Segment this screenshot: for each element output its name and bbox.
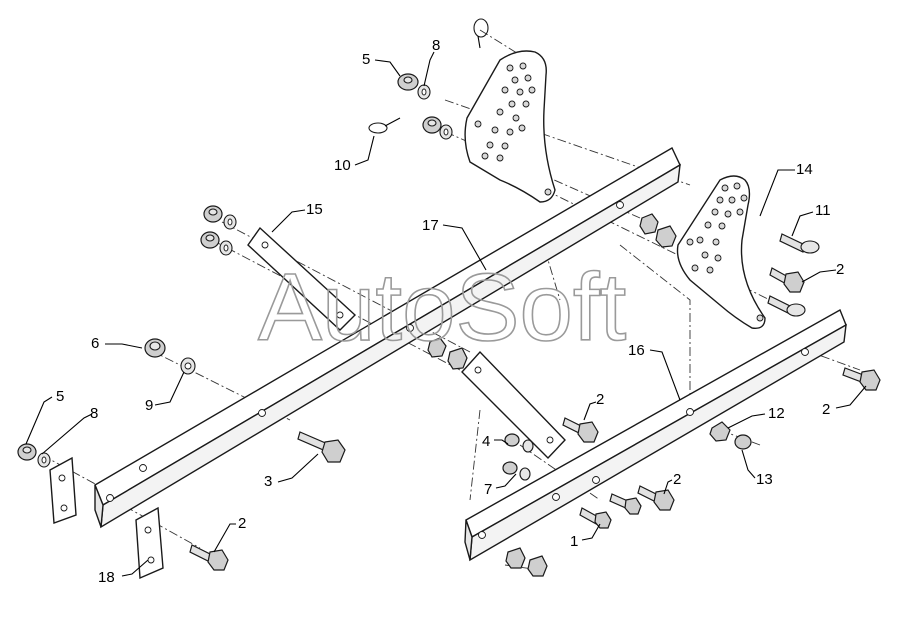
washer-icon <box>180 357 196 375</box>
top-adjust-plate <box>464 50 556 203</box>
nut-icon <box>655 225 677 248</box>
spring-pins <box>368 18 489 134</box>
washer-icon <box>439 124 453 140</box>
callout-2-left: 2 <box>238 515 246 532</box>
nut-icon <box>504 433 520 447</box>
leader-lines <box>25 51 867 577</box>
watermark: AutoSoft <box>258 254 626 361</box>
callout-16: 16 <box>628 342 645 359</box>
nut-icon <box>502 461 518 475</box>
bolts <box>189 233 881 571</box>
bolt-icon <box>189 544 229 571</box>
nut-icon <box>17 443 37 461</box>
callout-9: 9 <box>145 397 153 414</box>
nut-icon <box>203 205 223 223</box>
callout-2-right-upper: 2 <box>836 261 844 278</box>
callout-labels: 5 8 10 14 11 2 15 17 16 6 9 5 8 3 2 4 7 … <box>56 37 844 586</box>
bolt-icon <box>562 417 599 443</box>
bolt-icon <box>579 507 612 529</box>
callout-5-top: 5 <box>362 51 370 68</box>
callout-11: 11 <box>815 202 831 219</box>
callout-1: 1 <box>570 533 578 550</box>
frame-bar-17 <box>94 147 681 529</box>
callout-8-top: 8 <box>432 37 440 54</box>
nut-icon <box>427 337 447 358</box>
callout-2-right: 2 <box>822 401 830 418</box>
nut-icon <box>200 231 220 249</box>
plate-18 <box>49 456 164 580</box>
nut-icon <box>144 338 166 358</box>
washer-icon <box>417 84 431 100</box>
callout-10: 10 <box>334 157 351 174</box>
callout-12: 12 <box>768 405 785 422</box>
bolt-icon <box>842 367 881 391</box>
washers <box>37 84 534 481</box>
callout-3: 3 <box>264 473 272 490</box>
nut-icon <box>397 73 419 91</box>
strip-15 <box>247 226 357 331</box>
callout-8-left: 8 <box>90 405 98 422</box>
washer-icon <box>522 439 534 453</box>
washer-icon <box>519 467 531 481</box>
callout-6: 6 <box>91 335 99 352</box>
callout-4: 4 <box>482 433 490 450</box>
pin-icon <box>767 295 806 317</box>
pin-icon <box>368 117 401 134</box>
washer-icon <box>223 214 237 230</box>
frame-bar-16 <box>464 308 847 562</box>
callout-14: 14 <box>796 161 813 178</box>
callout-2-center: 2 <box>596 391 604 408</box>
washer-icon <box>37 452 51 468</box>
bolt-icon <box>769 267 805 293</box>
nut-icon <box>709 421 731 442</box>
nut-icon <box>734 434 752 450</box>
bolt-icon <box>609 493 642 515</box>
nut-icon <box>422 116 442 134</box>
nut-icon <box>527 555 548 577</box>
callout-5-left: 5 <box>56 388 64 405</box>
washer-icon <box>219 240 233 256</box>
callout-7: 7 <box>484 481 492 498</box>
bolt-icon <box>297 431 346 463</box>
nut-icon <box>639 213 659 235</box>
strip-center <box>461 350 566 460</box>
nut-icon <box>505 547 526 569</box>
pin-icon <box>473 18 489 49</box>
pin-icon <box>779 233 820 254</box>
callout-2-bottom: 2 <box>673 471 681 488</box>
right-adjust-plate-14 <box>676 175 766 329</box>
bolt-icon <box>637 485 675 511</box>
callout-15: 15 <box>306 201 323 218</box>
nuts <box>17 73 752 577</box>
callout-18: 18 <box>98 569 115 586</box>
nut-icon <box>447 347 468 370</box>
callout-13: 13 <box>756 471 773 488</box>
callout-17: 17 <box>422 217 439 234</box>
